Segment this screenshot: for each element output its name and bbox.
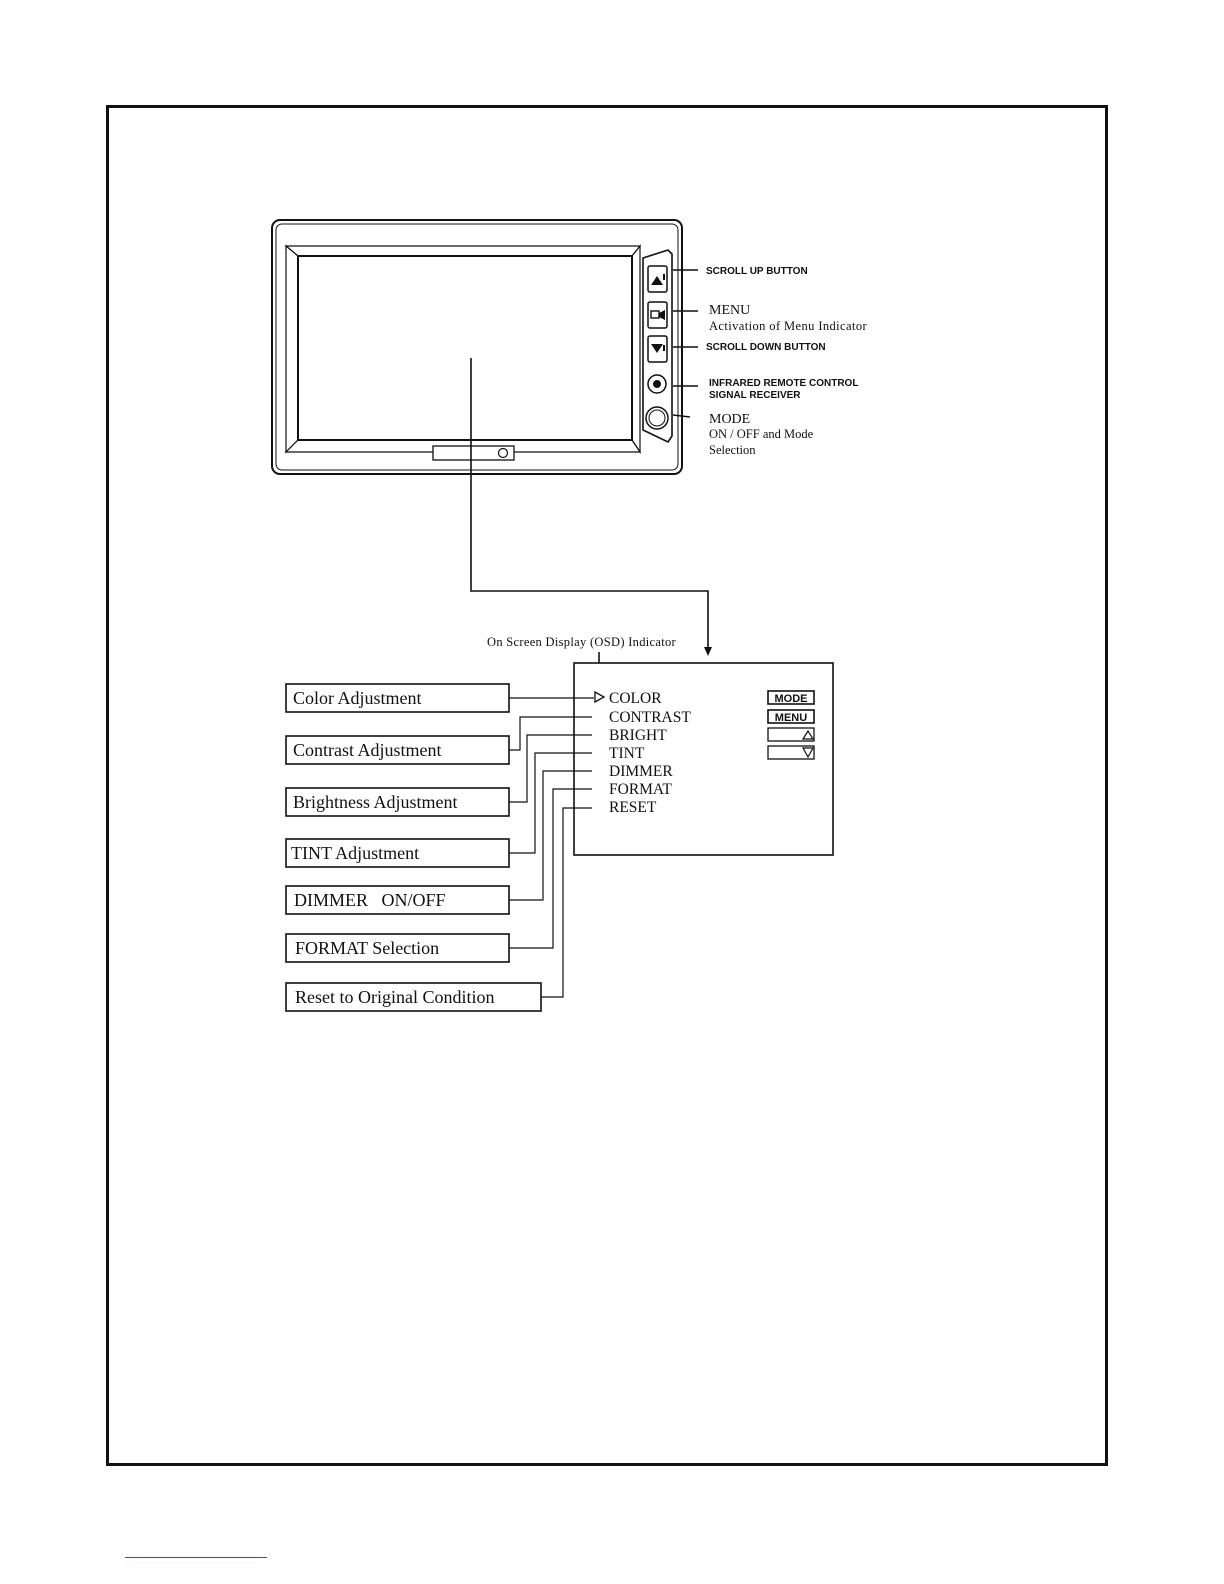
- osd-item-reset[interactable]: RESET: [609, 799, 657, 816]
- svg-text:MENU: MENU: [775, 712, 807, 724]
- function-box-color: Color Adjustment: [285, 683, 510, 713]
- footer-rule: [125, 1557, 267, 1558]
- osd-mode-key[interactable]: MODE: [767, 690, 815, 705]
- osd-item-dimmer[interactable]: DIMMER: [609, 763, 673, 780]
- function-box-brightness: Brightness Adjustment: [285, 787, 510, 817]
- svg-text:Brightness Adjustment: Brightness Adjustment: [293, 792, 458, 812]
- monitor: [271, 219, 683, 475]
- ir-callout-line2: SIGNAL RECEIVER: [709, 390, 801, 401]
- osd-item-tint[interactable]: TINT: [609, 745, 645, 762]
- down-triangle-icon: [801, 747, 815, 759]
- function-box-reset: Reset to Original Condition: [285, 982, 542, 1012]
- scroll-down-callout: SCROLL DOWN BUTTON: [706, 342, 826, 353]
- screen-to-osd-connector: [470, 358, 709, 648]
- osd-down-key[interactable]: [767, 745, 815, 760]
- ir-callout-line1: INFRARED REMOTE CONTROL: [709, 378, 858, 389]
- scroll-down-button[interactable]: [647, 335, 668, 363]
- svg-text:DIMMER ON/OFF: DIMMER ON/OFF: [294, 890, 446, 910]
- osd-item-contrast[interactable]: CONTRAST: [609, 709, 691, 726]
- svg-text:FORMAT Selection: FORMAT Selection: [295, 938, 439, 958]
- svg-text:Reset to Original Condition: Reset to Original Condition: [295, 987, 495, 1007]
- monitor-screen: [297, 255, 633, 441]
- menu-callout-desc: Activation of Menu Indicator: [709, 319, 867, 333]
- svg-text:TINT Adjustment: TINT Adjustment: [291, 843, 419, 863]
- infrared-receiver: [647, 374, 667, 394]
- svg-text:Color Adjustment: Color Adjustment: [293, 688, 422, 708]
- svg-text:Contrast Adjustment: Contrast Adjustment: [293, 740, 442, 760]
- mode-button[interactable]: [645, 406, 669, 430]
- front-sensor-window: [432, 445, 515, 461]
- osd-item-bright[interactable]: BRIGHT: [609, 727, 667, 744]
- page-frame: [106, 105, 1108, 1466]
- function-box-contrast: Contrast Adjustment: [285, 735, 510, 765]
- osd-indicator-label: On Screen Display (OSD) Indicator: [487, 635, 677, 649]
- osd-cursor-icon: [594, 690, 606, 704]
- function-box-dimmer: DIMMER ON/OFF: [285, 885, 510, 915]
- svg-text:MODE: MODE: [775, 693, 808, 705]
- function-box-format: FORMAT Selection: [285, 933, 510, 963]
- mode-callout-title: MODE: [709, 412, 750, 427]
- scroll-up-button[interactable]: [647, 265, 668, 293]
- osd-menu-key[interactable]: MENU: [767, 709, 815, 724]
- menu-button[interactable]: [647, 301, 668, 329]
- function-box-tint: TINT Adjustment: [285, 838, 510, 868]
- scroll-up-callout: SCROLL UP BUTTON: [706, 266, 808, 277]
- mode-callout-desc1: ON / OFF and Mode: [709, 427, 814, 441]
- menu-callout-title: MENU: [709, 303, 750, 318]
- function-connectors: [509, 697, 594, 998]
- osd-up-key[interactable]: [767, 727, 815, 742]
- connector-arrowhead: [704, 647, 712, 656]
- mode-callout-desc2: Selection: [709, 443, 756, 457]
- osd-item-format[interactable]: FORMAT: [609, 781, 672, 798]
- osd-item-color[interactable]: COLOR: [609, 690, 662, 707]
- up-triangle-icon: [801, 729, 815, 740]
